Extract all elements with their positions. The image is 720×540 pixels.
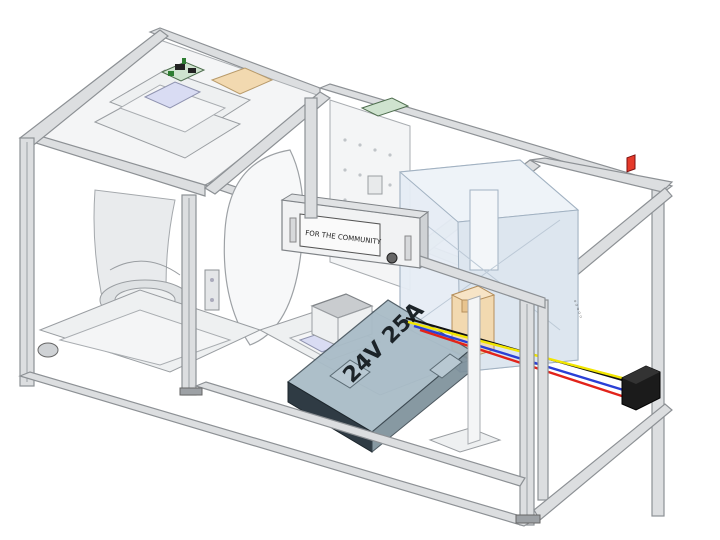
display-screen: [299, 213, 381, 257]
display-knob-icon[interactable]: [386, 252, 398, 264]
power-switch-icon[interactable]: [626, 154, 636, 173]
rear-board: [360, 97, 410, 117]
support-bracket: [428, 295, 502, 453]
rear-right-post: [651, 185, 665, 517]
top-deck: [38, 39, 322, 191]
front-frame: [18, 97, 673, 527]
display-module: FOR THE COMMUNITY: [280, 193, 430, 269]
tan-block: [210, 67, 274, 95]
controller-board: [160, 58, 206, 82]
wire-yellow: [407, 320, 631, 382]
lavender-block: [143, 81, 202, 109]
power-inlet: [621, 154, 661, 411]
